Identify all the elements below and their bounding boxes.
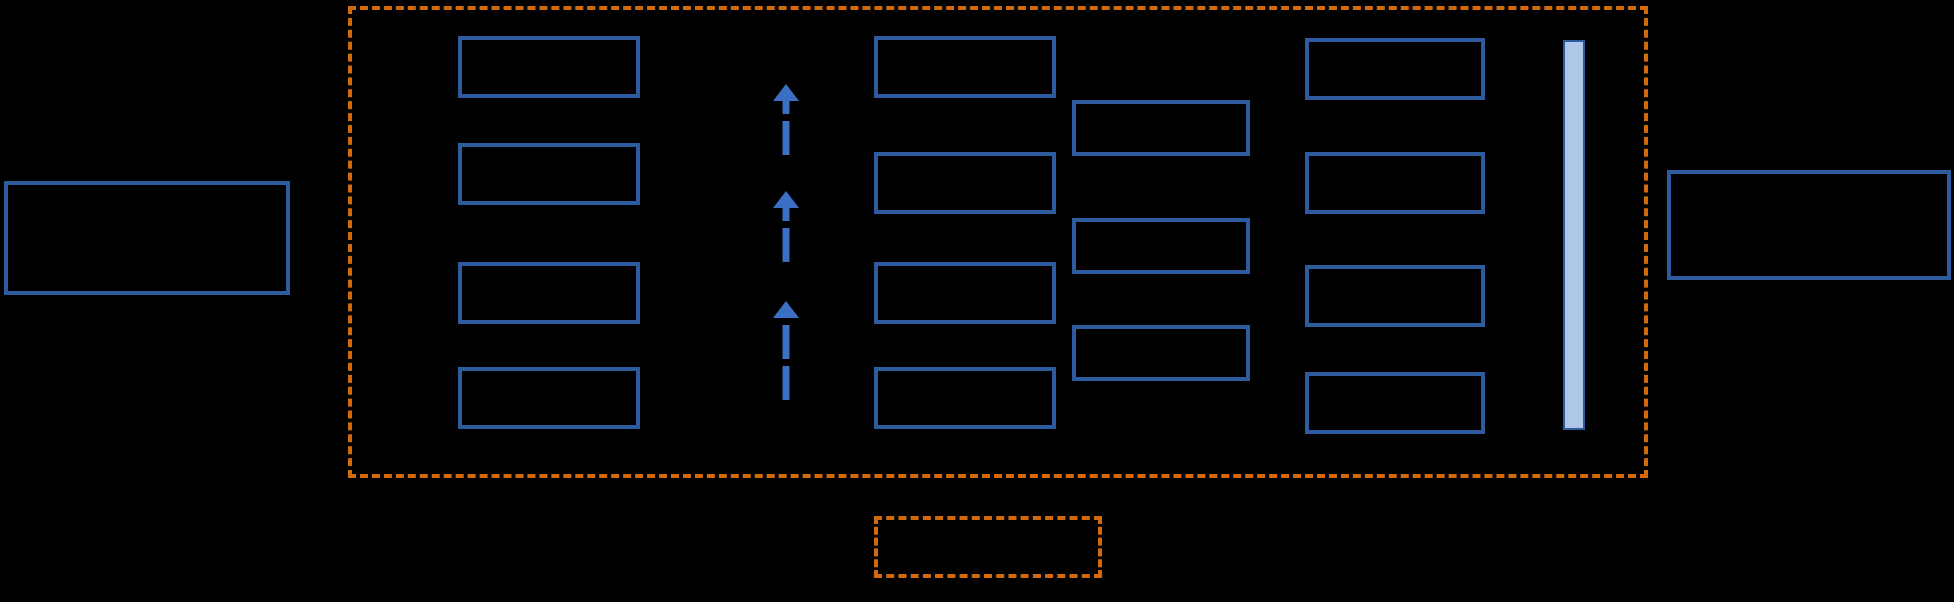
col3-box-3[interactable] (1072, 325, 1250, 381)
col1-box-2[interactable] (458, 143, 640, 205)
left-outer-box[interactable] (4, 181, 290, 295)
col1-box-4[interactable] (458, 367, 640, 429)
col4-box-3[interactable] (1305, 265, 1485, 327)
col3-box-1[interactable] (1072, 100, 1250, 156)
col1-box-3[interactable] (458, 262, 640, 324)
col2-box-1[interactable] (874, 36, 1056, 98)
col2-box-4[interactable] (874, 367, 1056, 429)
col4-box-2[interactable] (1305, 152, 1485, 214)
vertical-accent-bar[interactable] (1563, 40, 1585, 430)
col4-box-1[interactable] (1305, 38, 1485, 100)
main-dashed-group (348, 6, 1648, 478)
col4-box-4[interactable] (1305, 372, 1485, 434)
col3-box-2[interactable] (1072, 218, 1250, 274)
col2-box-2[interactable] (874, 152, 1056, 214)
right-outer-box[interactable] (1667, 170, 1951, 280)
col1-box-1[interactable] (458, 36, 640, 98)
col2-box-3[interactable] (874, 262, 1056, 324)
bottom-dashed-group (874, 516, 1102, 578)
